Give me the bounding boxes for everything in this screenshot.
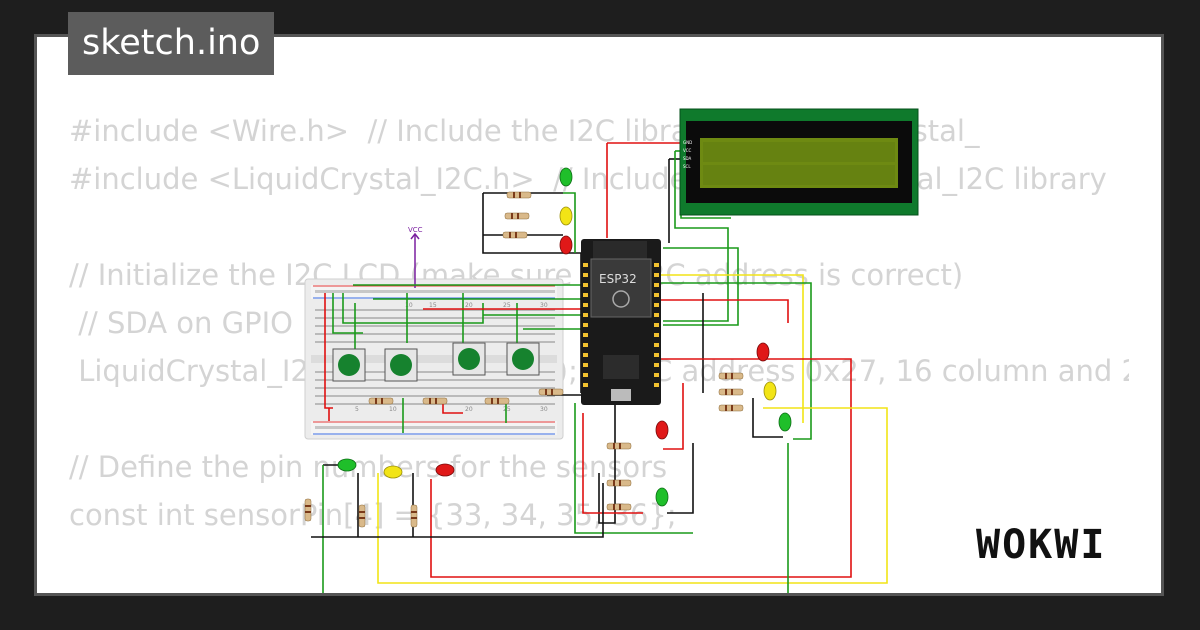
usb-port-icon [611,389,631,401]
code-line: // Define the pin numbers for the sensor… [69,450,668,484]
lcd-pin-label: SDA [683,156,692,161]
esp32-board: ESP32 [581,239,661,405]
wokwi-logo: WOKWI [976,522,1107,568]
resistors [304,191,744,528]
push-buttons [332,342,540,382]
espressif-logo-icon [612,290,630,308]
breadboard-number: 20 [465,302,473,309]
breadboard-number: 25 [503,302,511,309]
vcc-label: VCC [408,226,423,234]
leds [337,167,792,507]
breadboard-number: 10 [405,302,413,309]
breadboard-number: 30 [540,302,548,309]
lcd-display: GND VCC SDA SCL [679,108,919,216]
breadboard-number: 5 [355,406,359,413]
breadboard-number: 15 [429,302,437,309]
breadboard-number: 10 [389,406,397,413]
lcd-pin-label: VCC [683,148,692,153]
vcc-symbol: VCC [408,226,423,288]
file-title: sketch.ino [68,12,275,75]
esp32-label: ESP32 [599,272,637,286]
lcd-pin-label: SCL [683,164,691,169]
preview-card: #include <Wire.h> // Include the I2C lib… [34,34,1164,596]
code-line: // SDA on GPIO [69,306,293,340]
breadboard-number: 25 [503,406,511,413]
breadboard-number: 20 [465,406,473,413]
lcd-pin-label: GND [683,140,692,145]
breadboard-number: 30 [540,406,548,413]
circuit-diagram: 10 15 20 25 30 5 10 20 25 30 VCC [304,108,919,593]
wires [311,142,888,593]
code-line: const int sensorPin[4] = {33, 34, 35, 36… [69,498,677,532]
